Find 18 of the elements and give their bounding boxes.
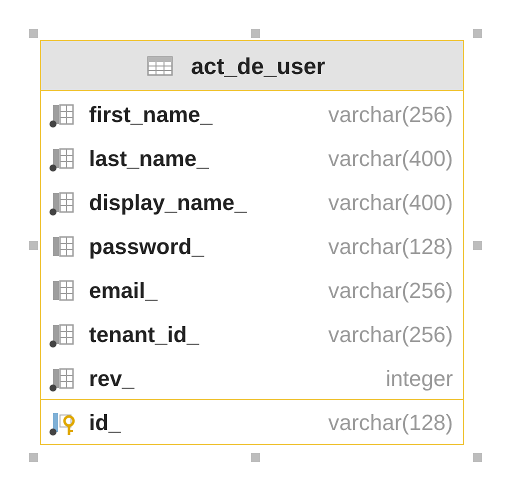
column-type: varchar(256)	[328, 102, 453, 128]
table-name: act_de_user	[191, 53, 326, 80]
column-name: email_	[89, 278, 158, 304]
column-name: display_name_	[89, 190, 247, 216]
column-name: rev_	[89, 366, 134, 392]
column-type: varchar(400)	[328, 190, 453, 216]
column-type: varchar(128)	[328, 410, 453, 436]
column-type: varchar(256)	[328, 278, 453, 304]
table-box	[40, 40, 464, 445]
column-name: id_	[89, 410, 121, 436]
column-type: varchar(400)	[328, 146, 453, 172]
column-type: integer	[386, 366, 453, 392]
column-name: password_	[89, 234, 204, 260]
column-name: first_name_	[89, 102, 213, 128]
column-type: varchar(256)	[328, 322, 453, 348]
column-name: last_name_	[89, 146, 209, 172]
column-name: tenant_id_	[89, 322, 200, 348]
column-type: varchar(128)	[328, 234, 453, 260]
